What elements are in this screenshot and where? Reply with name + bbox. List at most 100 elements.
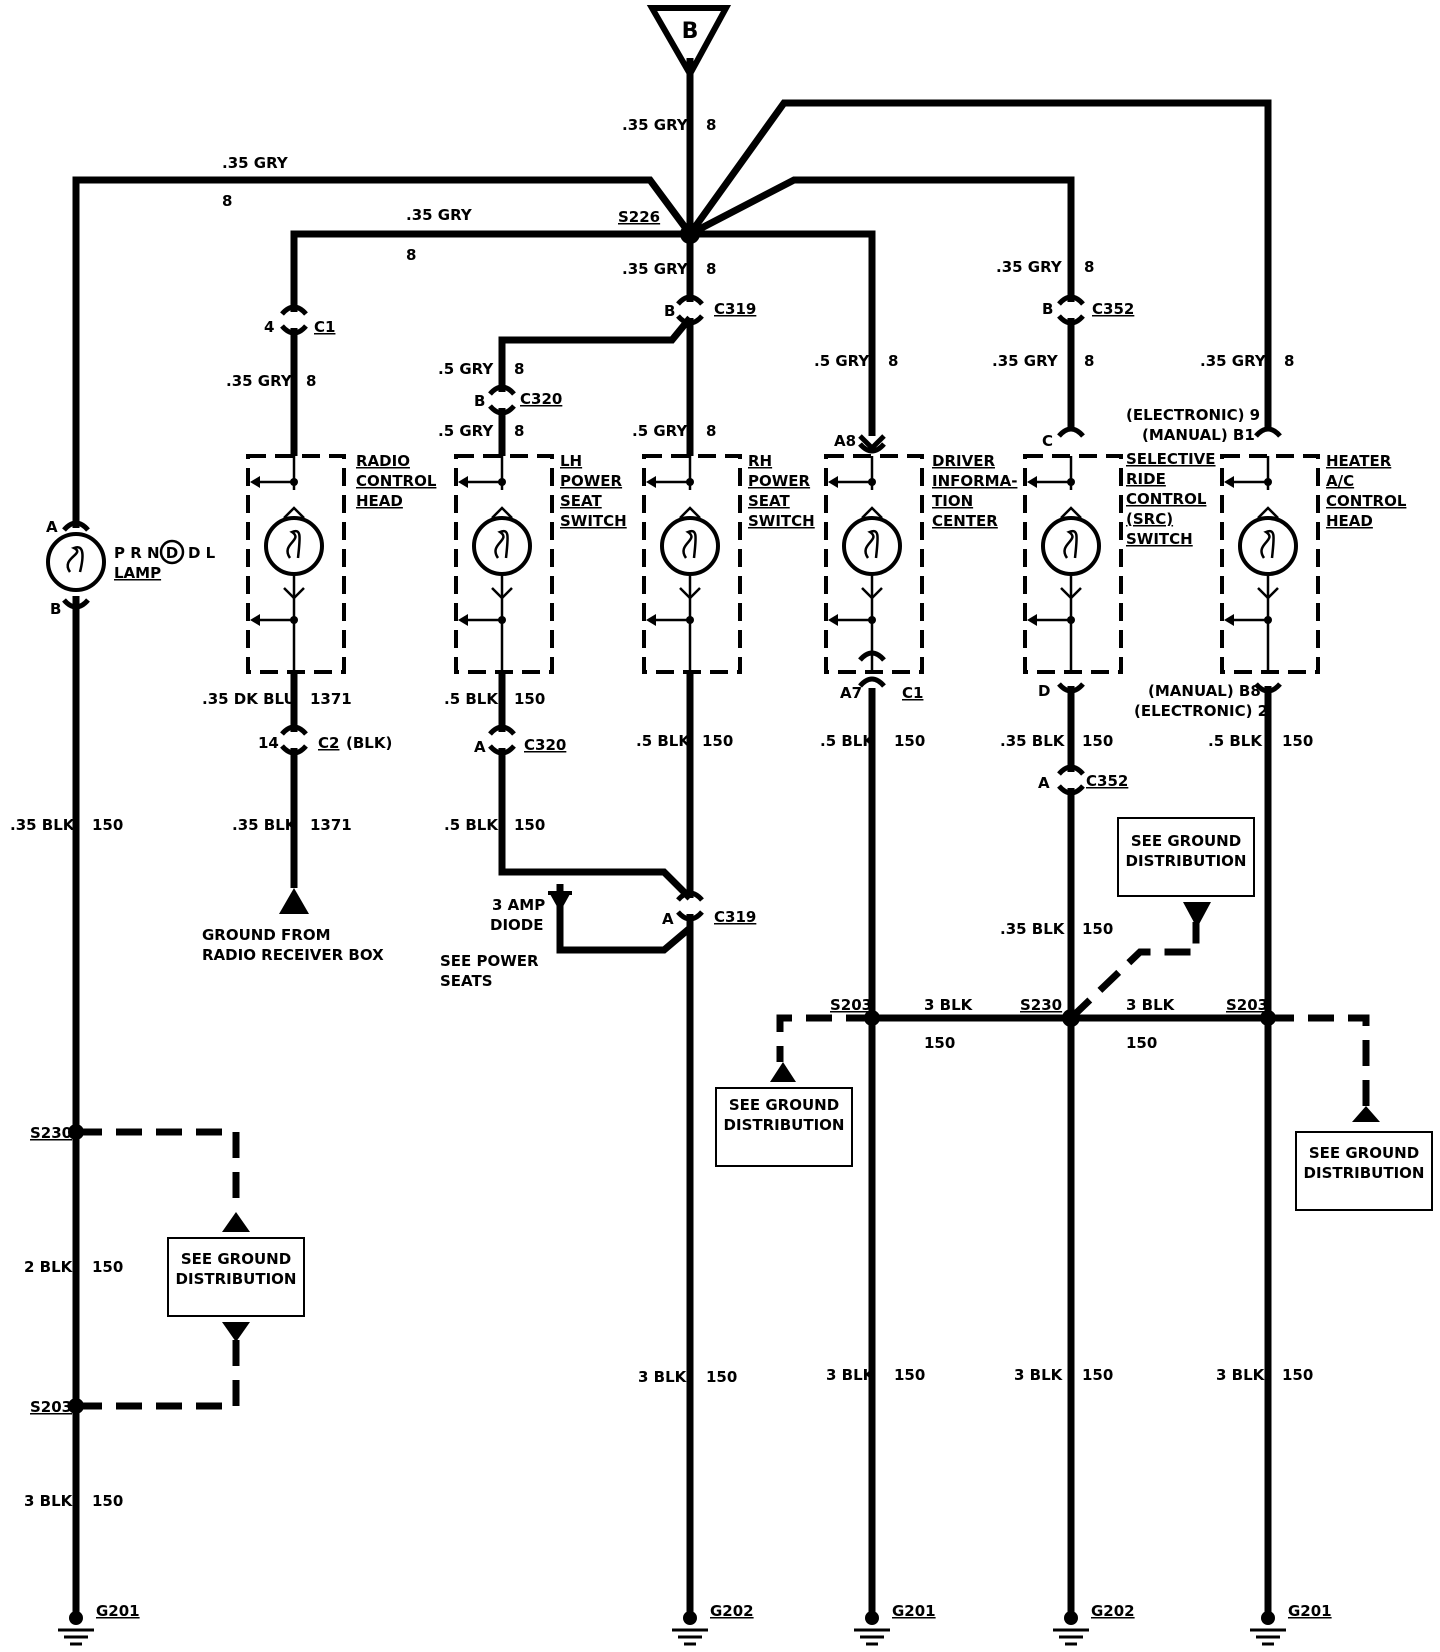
svg-text:D: D [166, 544, 178, 562]
svg-text:DISTRIBUTION: DISTRIBUTION [1126, 852, 1247, 870]
svg-text:14: 14 [258, 734, 279, 752]
svg-text:C352: C352 [1092, 300, 1134, 318]
svg-text:B: B [664, 302, 675, 320]
svg-text:.35 GRY: .35 GRY [622, 260, 689, 278]
component-radio [246, 454, 346, 674]
dic-pin-inner [858, 650, 886, 662]
svg-text:8: 8 [1284, 352, 1294, 370]
svg-text:RADIO RECEIVER BOX: RADIO RECEIVER BOX [202, 946, 384, 964]
svg-text:C319: C319 [714, 908, 756, 926]
prnd-lamp-bulb [46, 532, 106, 592]
prnd-pin-b [62, 598, 90, 610]
svg-text:150: 150 [702, 732, 733, 750]
svg-text:DIODE: DIODE [490, 916, 543, 934]
svg-text:SEATS: SEATS [440, 972, 493, 990]
svg-text:.5 GRY: .5 GRY [814, 352, 870, 370]
svg-text:150: 150 [1126, 1034, 1157, 1052]
svg-text:SWITCH: SWITCH [748, 512, 815, 530]
svg-text:SEE GROUND: SEE GROUND [729, 1096, 839, 1114]
connector-c1-radio-upper [280, 304, 308, 316]
svg-text:.35 GRY: .35 GRY [226, 372, 293, 390]
svg-text:.5 GRY: .5 GRY [632, 422, 688, 440]
svg-text:DISTRIBUTION: DISTRIBUTION [1304, 1164, 1425, 1182]
component-heater [1220, 454, 1320, 674]
svg-text:8: 8 [222, 192, 232, 210]
component-lh-seat [454, 454, 554, 674]
svg-text:CONTROL: CONTROL [356, 472, 437, 490]
connector-c320-top-lower [488, 404, 516, 416]
source-label: B [682, 19, 699, 44]
svg-text:SWITCH: SWITCH [560, 512, 627, 530]
svg-text:B: B [50, 600, 61, 618]
ground-symbol-1: G201 [58, 1602, 140, 1646]
svg-text:D L: D L [188, 544, 216, 562]
svg-text:D: D [1038, 682, 1050, 700]
svg-text:INFORMA-: INFORMA- [932, 472, 1017, 490]
svg-text:8: 8 [306, 372, 316, 390]
ground-dashed-links [76, 922, 1370, 1410]
svg-text:C352: C352 [1086, 772, 1128, 790]
ground-symbol-4: G202 [1053, 1602, 1135, 1646]
svg-text:C319: C319 [714, 300, 756, 318]
connector-c352-low-upper [1057, 764, 1085, 776]
svg-text:.35 DK BLU: .35 DK BLU [202, 690, 296, 708]
ground-symbol-5: G201 [1250, 1602, 1332, 1646]
svg-text:150: 150 [92, 1258, 123, 1276]
svg-text:.35 BLK: .35 BLK [10, 816, 76, 834]
svg-text:HEAD: HEAD [1326, 512, 1373, 530]
svg-text:P R N: P R N [114, 544, 160, 562]
connector-symbols [62, 294, 1282, 922]
svg-text:150: 150 [706, 1368, 737, 1386]
src-pin-d [1057, 682, 1085, 694]
connector-c319-low-upper [676, 890, 704, 902]
svg-text:HEATER: HEATER [1326, 452, 1392, 470]
svg-text:RH: RH [748, 452, 772, 470]
svg-text:SEE GROUND: SEE GROUND [181, 1250, 291, 1268]
svg-text:SWITCH: SWITCH [1126, 530, 1193, 548]
component-src [1023, 454, 1123, 674]
connector-c320-low-upper [488, 724, 516, 736]
svg-text:.35 GRY: .35 GRY [1200, 352, 1267, 370]
feed-wires [72, 58, 1272, 528]
svg-text:SEAT: SEAT [748, 492, 790, 510]
svg-text:.35 GRY: .35 GRY [996, 258, 1063, 276]
splice-s226-dot [680, 224, 700, 244]
svg-text:A8: A8 [834, 432, 856, 450]
source-connector-b: B [646, 5, 732, 81]
svg-text:GROUND FROM: GROUND FROM [202, 926, 331, 944]
svg-text:150: 150 [894, 1366, 925, 1384]
svg-text:RIDE: RIDE [1126, 470, 1166, 488]
svg-text:.5 GRY: .5 GRY [438, 360, 494, 378]
svg-text:HEAD: HEAD [356, 492, 403, 510]
svg-text:3 BLK: 3 BLK [1126, 996, 1176, 1014]
svg-text:C1: C1 [902, 684, 923, 702]
svg-text:.35 GRY: .35 GRY [406, 206, 473, 224]
svg-text:.35 BLK: .35 BLK [1000, 920, 1066, 938]
svg-text:RADIO: RADIO [356, 452, 410, 470]
svg-text:C: C [1042, 432, 1053, 450]
connector-c319-low-lower [676, 910, 704, 922]
svg-text:8: 8 [406, 246, 416, 264]
svg-text:S230: S230 [1020, 996, 1062, 1014]
svg-text:.5 GRY: .5 GRY [438, 422, 494, 440]
svg-text:3 BLK: 3 BLK [924, 996, 974, 1014]
svg-text:3 BLK: 3 BLK [24, 1492, 74, 1510]
svg-text:(ELECTRONIC) 2: (ELECTRONIC) 2 [1134, 702, 1268, 720]
ground-label: G201 [96, 1602, 140, 1620]
svg-text:4: 4 [264, 318, 274, 336]
svg-text:3 BLK: 3 BLK [826, 1366, 876, 1384]
connector-c1-dic [858, 676, 886, 688]
svg-text:3 AMP: 3 AMP [492, 896, 545, 914]
svg-text:S203: S203 [830, 996, 872, 1014]
connector-c352-top-lower [1057, 314, 1085, 326]
svg-text:3 BLK: 3 BLK [638, 1368, 688, 1386]
svg-text:DRIVER: DRIVER [932, 452, 995, 470]
svg-text:B: B [1042, 300, 1053, 318]
svg-text:8: 8 [706, 116, 716, 134]
svg-text:C320: C320 [520, 390, 562, 408]
ground-label: G201 [1288, 1602, 1332, 1620]
svg-text:3 BLK: 3 BLK [1216, 1366, 1266, 1384]
svg-text:150: 150 [514, 816, 545, 834]
svg-text:.5 BLK: .5 BLK [444, 816, 499, 834]
